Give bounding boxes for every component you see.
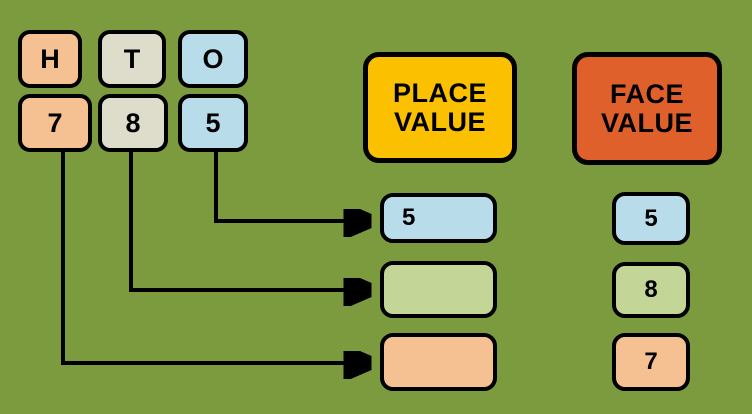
face-value-title-line1: FACE <box>609 79 684 110</box>
face-value-row-3-value: 7 <box>644 348 658 376</box>
digit-tile-hundreds: 7 <box>18 94 92 152</box>
digit-tile-hundreds-label: 7 <box>47 107 63 138</box>
face-value-row-2[interactable]: 8 <box>612 262 690 318</box>
place-value-title-line1: PLACE <box>392 78 487 109</box>
connector-tens-to-row2 <box>129 152 366 290</box>
connector-hundreds-to-row3 <box>61 152 366 363</box>
place-header-ones: O <box>178 30 248 88</box>
place-value-title-line2: VALUE <box>393 106 486 137</box>
face-value-row-3[interactable]: 7 <box>612 333 690 391</box>
digit-tile-tens-label: 8 <box>125 107 141 138</box>
place-header-tens: T <box>98 30 166 88</box>
face-value-row-1-value: 5 <box>644 204 658 232</box>
face-value-title-line2: VALUE <box>600 107 693 138</box>
digit-tile-tens: 8 <box>98 94 168 152</box>
place-header-ones-label: O <box>202 43 224 74</box>
face-value-row-2-value: 8 <box>644 276 658 304</box>
place-value-row-3[interactable] <box>380 333 497 391</box>
face-value-row-1[interactable]: 5 <box>612 192 690 245</box>
connector-ones-to-row1 <box>214 152 366 221</box>
digit-tile-ones: 5 <box>178 94 248 152</box>
place-value-row-1-value: 5 <box>402 204 416 232</box>
face-value-title: FACE VALUE <box>572 52 722 165</box>
digit-tile-ones-label: 5 <box>205 107 221 138</box>
place-header-hundreds: H <box>18 30 82 88</box>
place-header-tens-label: T <box>123 43 141 74</box>
place-value-title: PLACE VALUE <box>363 52 517 163</box>
place-value-row-2[interactable] <box>380 261 497 318</box>
place-value-row-1[interactable]: 5 <box>380 193 497 243</box>
place-header-hundreds-label: H <box>40 43 60 74</box>
